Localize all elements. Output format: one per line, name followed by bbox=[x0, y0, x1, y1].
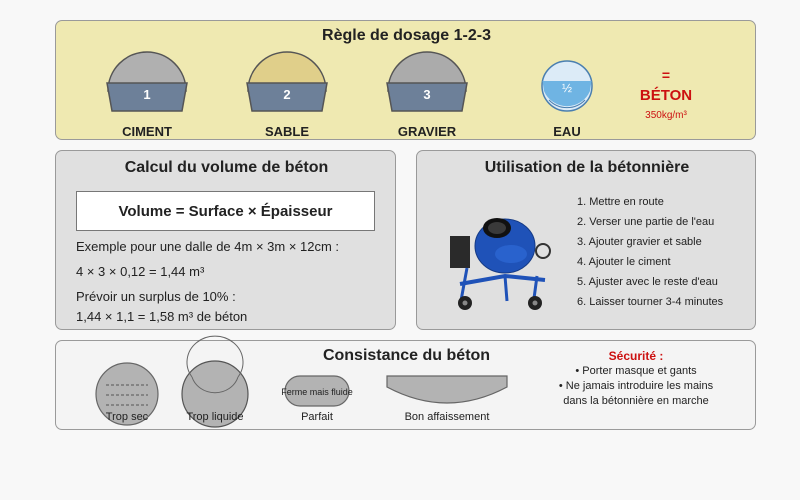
utilisation-title: Utilisation de la bétonnière bbox=[484, 159, 690, 176]
volume-formula: Volume = Surface × Épaisseur bbox=[76, 191, 375, 231]
sand-ratio: 2 bbox=[283, 87, 291, 102]
perfect-label: Parfait bbox=[301, 411, 333, 423]
security-line-1: • Porter masque et gants bbox=[575, 365, 697, 377]
calcul-panel: Calcul du volume de béton Volume = Surfa… bbox=[55, 150, 396, 330]
step-2: 2. Verser une partie de l'eau bbox=[577, 216, 715, 228]
slump-icon bbox=[386, 375, 508, 404]
example-calc: 4 × 3 × 0,12 = 1,44 m³ bbox=[76, 264, 205, 279]
utilisation-panel: Utilisation de la bétonnière 1. Mettre e… bbox=[416, 150, 756, 330]
gravel-ratio: 3 bbox=[423, 87, 431, 102]
surplus-text: Prévoir un surplus de 10% : bbox=[76, 289, 236, 304]
beton-dosage: 350kg/m³ bbox=[645, 110, 687, 121]
perfect-concrete-icon bbox=[284, 375, 350, 407]
dosage-title: Règle de dosage 1-2-3 bbox=[322, 27, 491, 44]
water-label: EAU bbox=[553, 124, 581, 139]
example-text: Exemple pour une dalle de 4m × 3m × 12cm… bbox=[76, 239, 340, 254]
step-5: 5. Ajuster avec le reste d'eau bbox=[577, 276, 718, 288]
cement-ratio: 1 bbox=[143, 87, 151, 102]
step-1: 1. Mettre en route bbox=[577, 196, 664, 208]
dry-concrete-icon bbox=[95, 362, 159, 426]
liquid-concrete-icon bbox=[181, 335, 249, 428]
perfect-inner-label: Ferme mais fluide bbox=[281, 387, 353, 397]
dosage-panel: Règle de dosage 1-2-3 1 CIMENT 2 SABLE 3… bbox=[55, 20, 756, 140]
security-line-2: • Ne jamais introduire les mains bbox=[558, 380, 714, 392]
consistance-panel: Consistance du béton Trop sec Trop liqui… bbox=[55, 335, 756, 430]
step-4: 4. Ajouter le ciment bbox=[577, 256, 671, 268]
equals-sign: = bbox=[661, 67, 671, 83]
cement-pile-icon bbox=[106, 51, 188, 112]
liquid-label: Trop liquide bbox=[186, 411, 244, 423]
concrete-mixer-icon bbox=[450, 218, 551, 310]
sand-pile-icon bbox=[246, 51, 328, 112]
slump-label: Bon affaissement bbox=[404, 411, 490, 423]
beton-label: BÉTON bbox=[639, 87, 693, 104]
dry-label: Trop sec bbox=[105, 411, 149, 423]
gravel-pile-icon bbox=[386, 51, 468, 112]
sand-label: SABLE bbox=[264, 124, 310, 139]
gravel-label: GRAVIER bbox=[397, 124, 457, 139]
calcul-title: Calcul du volume de béton bbox=[124, 159, 329, 176]
cement-label: CIMENT bbox=[122, 124, 172, 139]
security-line-3: dans la bétonnière en marche bbox=[563, 395, 709, 407]
surplus-calc: 1,44 × 1,1 = 1,58 m³ de béton bbox=[76, 309, 248, 324]
step-6: 6. Laisser tourner 3-4 minutes bbox=[577, 296, 724, 308]
security-title: Sécurité : bbox=[608, 349, 664, 363]
water-bucket-icon bbox=[541, 60, 593, 112]
water-ratio: ½ bbox=[561, 81, 572, 95]
step-3: 3. Ajouter gravier et sable bbox=[577, 236, 702, 248]
consistance-title: Consistance du béton bbox=[322, 347, 491, 364]
